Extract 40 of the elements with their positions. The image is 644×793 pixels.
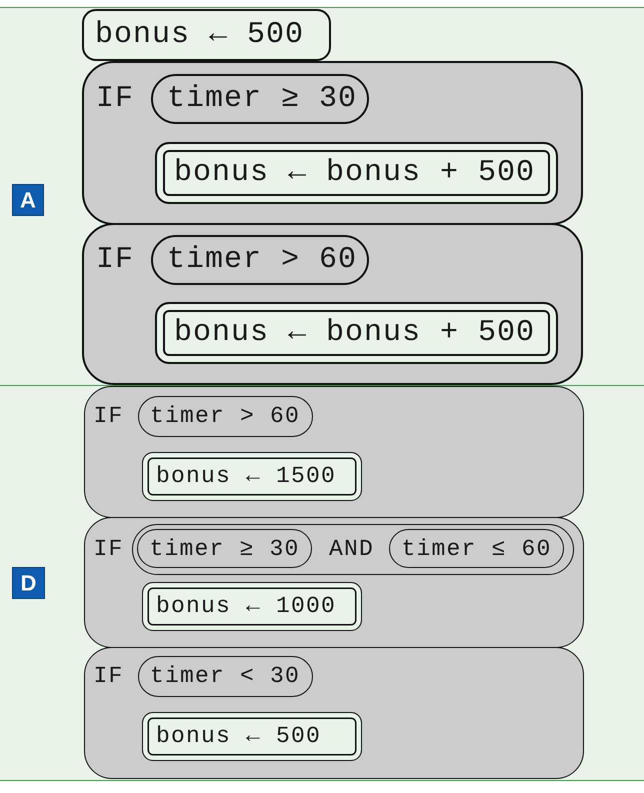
condition-pill (137, 529, 312, 568)
code-text: bonus ← 1000 (156, 592, 336, 620)
code-text: bonus ← 500 (156, 722, 322, 750)
condition-pill (151, 235, 369, 285)
condition-text: timer < 30 (150, 662, 300, 690)
condition-pill (151, 74, 369, 124)
assignment-block (142, 452, 362, 500)
condition-text: timer ≤ 60 (402, 535, 552, 562)
section-letter: D (20, 570, 36, 596)
if-block (82, 61, 583, 225)
assignment-block (142, 712, 362, 760)
if-keyword: IF (94, 402, 124, 430)
compound-condition-pill (132, 524, 574, 574)
assignment-block (155, 302, 558, 364)
condition-text: timer > 60 (167, 242, 358, 278)
if-block (84, 386, 584, 518)
code-text: bonus ← bonus + 500 (174, 316, 536, 350)
condition-pill (389, 529, 564, 568)
if-keyword: IF (96, 82, 134, 116)
condition-text: timer > 60 (150, 402, 300, 430)
section-letter: A (20, 187, 36, 213)
if-keyword: IF (96, 242, 134, 278)
and-keyword: AND (329, 535, 374, 562)
assignment-block (82, 9, 331, 61)
if-block (84, 517, 584, 648)
if-block (82, 223, 583, 385)
if-keyword: IF (94, 536, 124, 562)
assignment-block (155, 142, 558, 204)
assignment-block (142, 582, 362, 630)
code-text: bonus ← 500 (95, 18, 304, 52)
section-badge (12, 567, 45, 599)
code-text: bonus ← 1500 (156, 462, 336, 490)
condition-pill (138, 396, 312, 436)
code-text: bonus ← bonus + 500 (174, 156, 536, 190)
condition-text: timer ≥ 30 (150, 535, 300, 562)
if-block (84, 647, 584, 779)
if-keyword: IF (94, 662, 124, 690)
section-badge (12, 184, 44, 216)
condition-text: timer ≥ 30 (167, 82, 358, 116)
condition-pill (138, 656, 312, 696)
